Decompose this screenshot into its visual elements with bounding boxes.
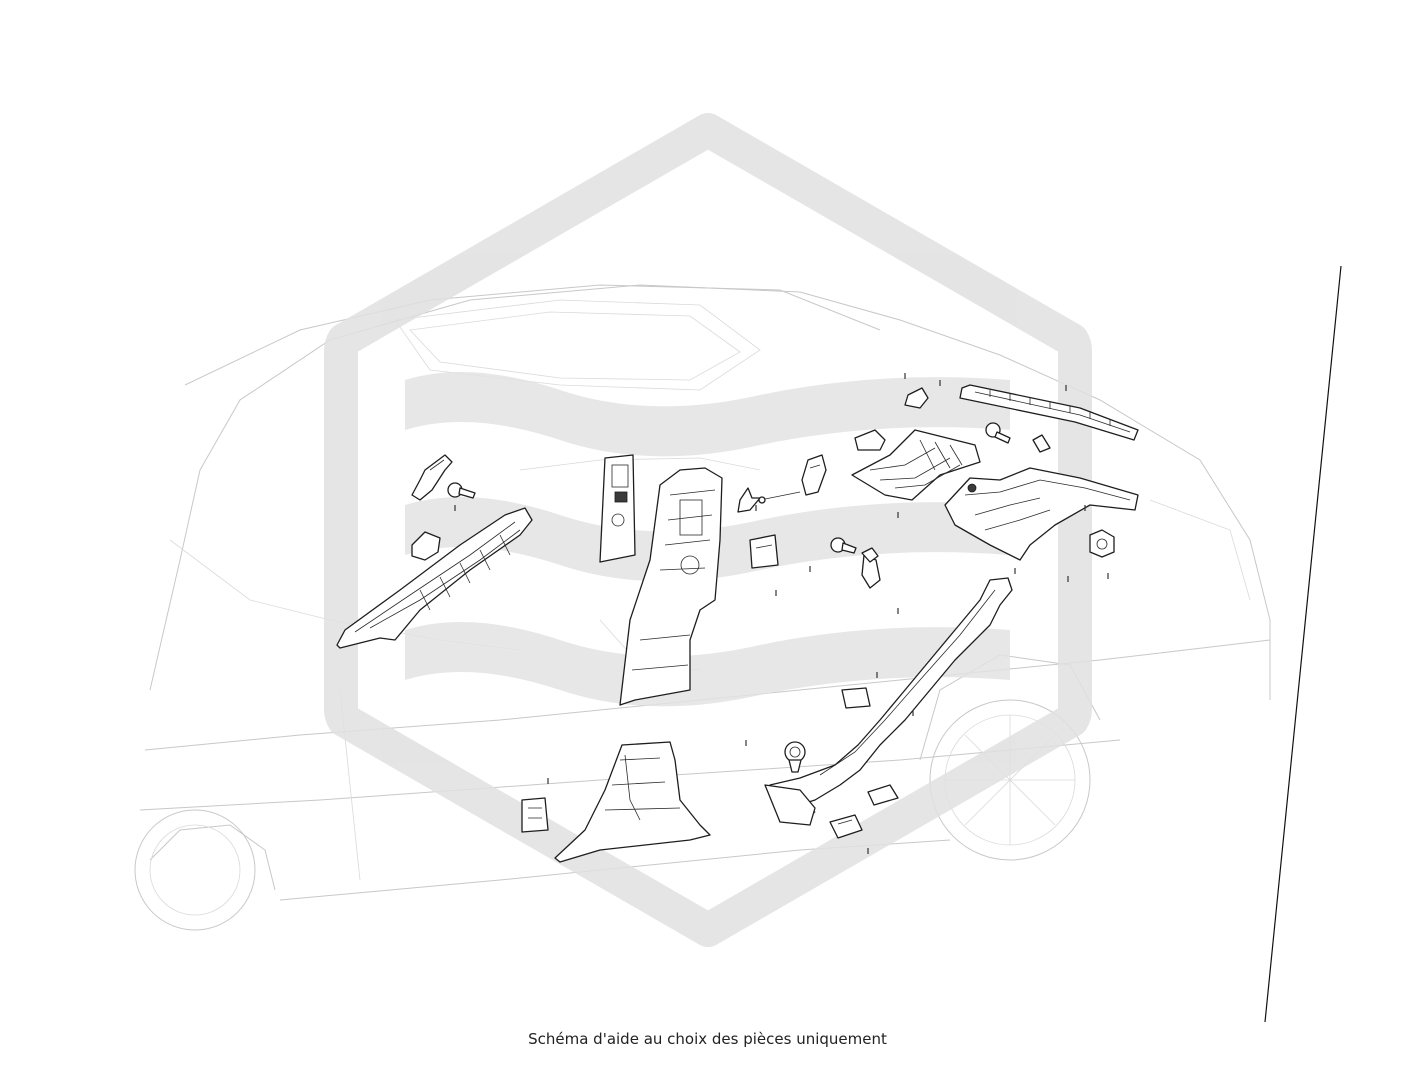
nut-icon[interactable] — [1089, 529, 1115, 558]
clip-b-pillar[interactable] — [521, 797, 549, 833]
clip-a-pillar-top[interactable] — [411, 454, 453, 501]
leader-ticks — [454, 373, 1109, 854]
screw-upper-icon[interactable] — [985, 422, 1011, 444]
clip-c-pillar-mid[interactable] — [861, 547, 879, 563]
clip-bracket-b[interactable] — [737, 487, 761, 513]
screw-mid-icon[interactable] — [830, 537, 857, 554]
sill-bracket[interactable] — [764, 784, 816, 826]
b-pillar-sill-trim[interactable] — [554, 741, 711, 863]
clip-roof-front[interactable] — [854, 429, 886, 451]
roof-rail-trim[interactable] — [959, 384, 1139, 441]
seatbelt-guide-cover[interactable] — [801, 454, 827, 496]
bolt-icon[interactable] — [758, 491, 801, 504]
clip-roof-top[interactable] — [904, 387, 929, 409]
separator-line — [1264, 265, 1342, 1023]
a-pillar-trim-left[interactable] — [336, 507, 533, 649]
b-pillar-upper-trim[interactable] — [599, 454, 636, 563]
c-pillar-upper-trim[interactable] — [851, 429, 981, 501]
parts-group — [336, 373, 1139, 863]
diagram-caption: Schéma d'aide au choix des pièces unique… — [528, 1030, 887, 1048]
clip-a-pillar-bottom[interactable] — [411, 531, 441, 561]
clip-bottom-b[interactable] — [867, 784, 899, 806]
screw-icon[interactable] — [447, 482, 476, 499]
clip-bottom-a[interactable] — [829, 814, 863, 839]
b-pillar-lower-trim[interactable] — [619, 467, 723, 706]
push-pin-icon[interactable] — [784, 741, 806, 773]
foam-pad[interactable] — [841, 687, 871, 709]
clip-upper-right[interactable] — [1032, 434, 1051, 453]
c-pillar-trim[interactable] — [944, 467, 1139, 561]
clip-mid[interactable] — [749, 534, 779, 569]
